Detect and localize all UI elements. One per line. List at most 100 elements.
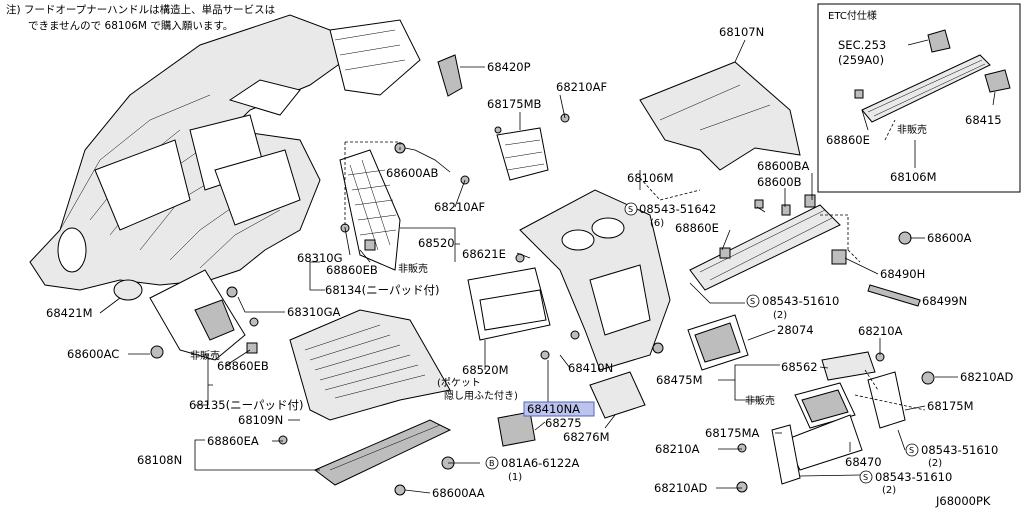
label-sec253-sub: (259A0): [838, 53, 884, 67]
b-symbol-081a6: [485, 456, 499, 470]
label-68107n: 68107N: [719, 25, 764, 39]
leader-lines: [99, 39, 996, 494]
part-28074-drawing: [687, 314, 749, 371]
label-68600aa: 68600AA: [432, 486, 485, 500]
s-symbol-51610-c: [859, 470, 873, 484]
part-68135-drawing: [149, 269, 246, 361]
label-68520: 68520: [418, 236, 455, 250]
part-68499n-drawing: [867, 284, 921, 307]
label-68134: 68134(ニーパッド付): [325, 283, 439, 297]
label-68860ea: 68860EA: [207, 434, 259, 448]
note-line-1: 注) フードオープナーハンドルは構造上、単品サービスは: [6, 3, 275, 16]
label-68175mb: 68175MB: [487, 97, 542, 111]
label-68108n: 68108N: [137, 453, 182, 467]
label-28074: 28074: [777, 323, 814, 337]
part-68420p-drawing: [437, 54, 463, 97]
part-68475m-drawing: [794, 382, 856, 429]
part-68108n-drawing: [314, 419, 452, 486]
label-081a6-6122a: 081A6-6122A: [501, 456, 580, 470]
label-not-sold-c: 非販売: [745, 394, 775, 407]
part-68562-drawing: [821, 351, 876, 381]
label-68410n: 68410N: [568, 361, 613, 375]
part-68275-drawing: [497, 411, 536, 447]
label-08543-51610-b: 08543-51610: [921, 443, 998, 457]
s-symbol-51642-text: S: [628, 205, 633, 214]
s-symbol-51610-a-text: S: [750, 297, 755, 306]
label-68210af-a: 68210AF: [556, 80, 607, 94]
dashed-leader-lines: [344, 119, 926, 411]
label-not-sold-etc: 非販売: [897, 123, 927, 136]
label-68310ga: 68310GA: [287, 305, 340, 319]
label-68621e: 68621E: [462, 247, 506, 261]
label-68275: 68275: [545, 416, 582, 430]
label-68520m: 68520M: [462, 363, 509, 377]
label-68600ba: 68600BA: [757, 159, 809, 173]
s-symbol-51610-c-text: S: [863, 473, 868, 482]
label-68470: 68470: [845, 455, 882, 469]
label-68210a-a: 68210A: [858, 324, 903, 338]
b-symbol-081a6-text: B: [489, 459, 495, 468]
label-68860eb-b: 68860EB: [217, 359, 269, 373]
label-08543-51642-qty: (6): [650, 218, 664, 229]
etc-box-title: ETC付仕様: [828, 9, 877, 22]
label-68175ma: 68175MA: [705, 426, 760, 440]
part-68175mb-drawing: [496, 127, 549, 181]
label-pocket-note-2: 隠し用ふた付き): [444, 389, 518, 402]
label-08543-51642: 08543-51642: [639, 202, 716, 216]
label-68276m: 68276M: [563, 430, 610, 444]
label-68210ad-a: 68210AD: [960, 370, 1013, 384]
label-68210a-b: 68210A: [655, 442, 700, 456]
label-68600a: 68600A: [927, 231, 972, 245]
label-68421m: 68421M: [46, 306, 93, 320]
part-68175ma-drawing: [771, 424, 801, 485]
label-68600ac: 68600AC: [67, 347, 119, 361]
part-68107n-drawing: [639, 61, 801, 171]
label-68600ab: 68600AB: [386, 166, 438, 180]
highlight-68410na: [523, 401, 595, 417]
dashboard-frame-drawing: [29, 14, 421, 291]
etc-inset-drawing: [854, 29, 1011, 123]
label-68106m-a: 68106M: [627, 171, 674, 185]
label-08543-51610-a: 08543-51610: [762, 294, 839, 308]
s-symbol-51610-a: [746, 294, 760, 308]
label-pocket-note-1: (ポケット: [437, 377, 481, 389]
label-68210af-b: 68210AF: [434, 200, 485, 214]
label-68106m-b: 68106M: [890, 170, 937, 184]
part-68520-drawing: [339, 149, 401, 271]
label-68562: 68562: [781, 360, 818, 374]
diagram-code: J68000PK: [935, 494, 991, 508]
s-symbol-51642: [624, 202, 638, 216]
label-68420p: 68420P: [487, 60, 531, 74]
label-68415: 68415: [965, 113, 1002, 127]
label-081a6-6122a-qty: (1): [508, 472, 522, 483]
label-not-sold-a: 非販売: [398, 262, 428, 275]
label-68490h: 68490H: [880, 267, 925, 281]
note-line-2: できませんので 68106M で購入願います。: [28, 19, 233, 32]
label-68499n: 68499N: [922, 294, 967, 308]
part-68106m-console-drawing: [519, 189, 671, 371]
label-68310g: 68310G: [297, 251, 343, 265]
part-68109n-drawing: [289, 309, 451, 421]
label-68175m: 68175M: [927, 399, 974, 413]
label-68410na: 68410NA: [527, 402, 580, 416]
part-68276m-drawing: [589, 371, 646, 419]
part-68520m-drawing: [467, 267, 551, 341]
label-not-sold-b: 非販売: [190, 349, 220, 362]
label-08543-51610-a-qty: (2): [773, 310, 787, 321]
s-symbol-51610-b: [905, 443, 919, 457]
part-68175m-drawing: [867, 371, 906, 429]
label-68475m: 68475M: [656, 373, 703, 387]
label-68860eb-a: 68860EB: [326, 263, 378, 277]
label-68860e-a: 68860E: [675, 221, 719, 235]
label-sec253: SEC.253: [838, 38, 886, 52]
label-68109n: 68109N: [238, 413, 283, 427]
label-08543-51610-c-qty: (2): [882, 485, 896, 496]
part-harness-drawing: [689, 204, 841, 291]
label-68210ad-b: 68210AD: [654, 481, 707, 495]
s-symbol-51610-b-text: S: [909, 446, 914, 455]
part-68421m-drawing: [113, 279, 143, 301]
label-68600b: 68600B: [757, 175, 802, 189]
label-68135: 68135(ニーパッド付): [189, 398, 303, 412]
label-08543-51610-b-qty: (2): [928, 458, 942, 469]
